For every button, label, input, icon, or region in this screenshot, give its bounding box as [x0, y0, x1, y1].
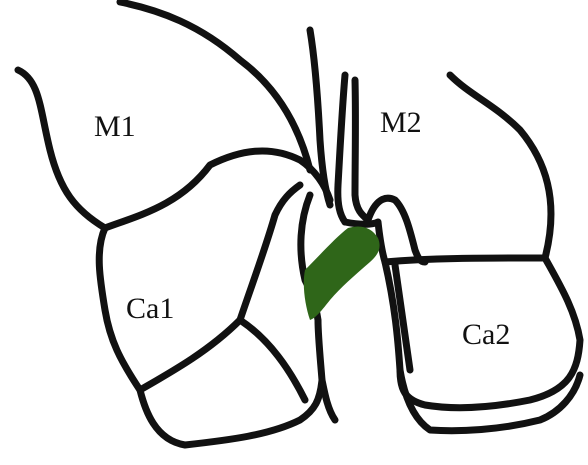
junction-highlight	[304, 226, 380, 320]
label-m2: M2	[380, 106, 422, 139]
ca1-inner-boundary-1	[140, 320, 305, 400]
m2-right-boundary	[450, 75, 551, 258]
m2-stalk-right	[355, 80, 368, 220]
label-ca2: Ca2	[462, 318, 510, 351]
label-m1: M1	[94, 110, 136, 143]
m1-top-boundary	[120, 2, 310, 170]
ca2-inner-line-1	[400, 370, 580, 431]
ca1-right-edge	[322, 380, 335, 420]
label-ca1: Ca1	[126, 292, 174, 325]
ca1-inner-boundary-2	[240, 185, 300, 320]
m2-stalk-mid	[338, 75, 345, 222]
